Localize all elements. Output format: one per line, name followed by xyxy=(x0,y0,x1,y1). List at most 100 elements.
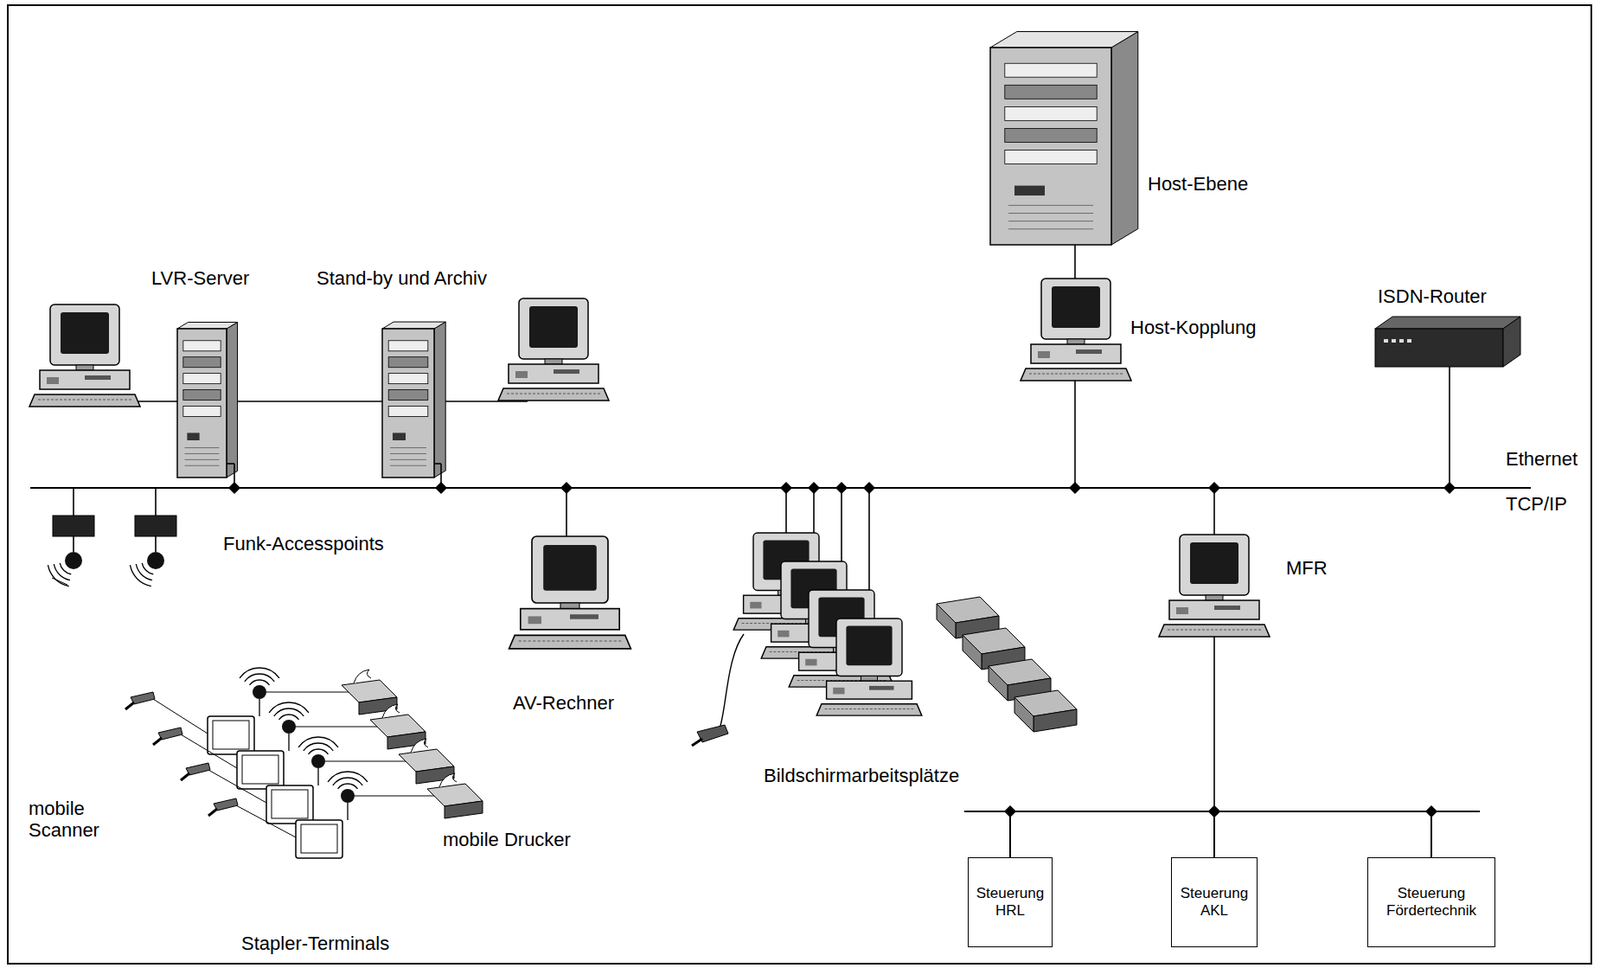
terminal-antenna xyxy=(252,684,267,699)
keyboard-keys xyxy=(825,708,916,710)
system-unit xyxy=(826,680,913,699)
component-label: Ethernet xyxy=(1505,448,1578,470)
drive-slot xyxy=(869,685,895,691)
radio-wave xyxy=(135,563,153,581)
terminal-screen xyxy=(266,785,314,824)
server-tower xyxy=(990,47,1112,245)
scanner-grip xyxy=(153,737,162,745)
server-tower xyxy=(382,328,435,478)
server-side xyxy=(226,321,238,478)
drive-bay xyxy=(183,405,221,416)
vent-line xyxy=(1008,204,1094,206)
vent-line xyxy=(390,447,427,448)
terminal-screen xyxy=(236,750,284,789)
access-point xyxy=(52,515,95,537)
monitor-screen xyxy=(1190,542,1239,584)
monitor xyxy=(531,536,608,603)
network-wire xyxy=(565,487,568,537)
drive-bay xyxy=(388,357,429,368)
network-wire xyxy=(288,733,289,751)
router-led xyxy=(1399,339,1404,343)
network-wire xyxy=(1448,366,1451,488)
network-wire xyxy=(72,487,75,516)
isdn-router xyxy=(1375,328,1504,367)
network-wire xyxy=(226,462,235,465)
system-unit xyxy=(39,370,130,390)
drive-bay xyxy=(388,340,429,352)
keyboard xyxy=(1020,368,1132,381)
network-wire xyxy=(317,768,319,786)
terminal-display xyxy=(242,755,279,784)
component-label: Stand-by und Archiv xyxy=(316,267,487,289)
component-label: ISDN-Router xyxy=(1377,285,1487,308)
drive-slot xyxy=(84,375,111,380)
radio-wave xyxy=(141,563,154,575)
component-label: Host-Kopplung xyxy=(1130,316,1257,339)
network-wire xyxy=(236,805,296,838)
radio-wave xyxy=(279,714,300,720)
drive-bay xyxy=(1004,150,1097,165)
bus-tap xyxy=(1425,805,1438,818)
vent-line xyxy=(390,453,427,455)
mobile-scanner xyxy=(130,691,155,704)
drive-slot xyxy=(528,615,542,624)
terminal-screen xyxy=(207,716,255,755)
keyboard-keys xyxy=(1167,629,1263,631)
router-led xyxy=(1383,339,1389,343)
component-label: MFR xyxy=(1286,556,1328,579)
component-label: mobile Scanner xyxy=(28,797,100,842)
monitor xyxy=(1179,534,1249,596)
server-top xyxy=(382,321,446,329)
bus-tap xyxy=(560,481,573,494)
vent-line xyxy=(1008,212,1094,214)
printer-side xyxy=(962,634,982,670)
monitor-neck xyxy=(861,676,878,682)
mobile-scanner xyxy=(213,798,238,811)
vent-line xyxy=(390,459,427,461)
keyboard xyxy=(498,388,609,401)
radio-wave xyxy=(338,783,359,789)
server-side xyxy=(1111,32,1139,245)
network-wire xyxy=(208,769,267,803)
monitor-screen xyxy=(1051,286,1101,328)
network-wire xyxy=(72,536,75,552)
component-label: AV-Rechner xyxy=(512,691,615,714)
network-wire xyxy=(1213,636,1216,812)
monitor xyxy=(836,618,903,677)
power-button xyxy=(1014,185,1045,196)
computer-icon xyxy=(29,304,141,407)
radio-wave xyxy=(47,564,69,586)
radio-wave xyxy=(303,742,333,751)
keyboard-keys xyxy=(1029,373,1125,375)
scanner-grip xyxy=(125,702,135,710)
monitor xyxy=(50,304,120,365)
scanner-cord xyxy=(719,633,744,729)
bus-tap xyxy=(863,481,876,494)
bus-tap xyxy=(780,481,793,494)
network-wire xyxy=(264,691,351,693)
controller-box: Steuerung Fördertechnik xyxy=(1367,857,1496,948)
component-label: Host-Ebene xyxy=(1147,172,1248,195)
printer-front xyxy=(1033,709,1077,732)
bus-tap xyxy=(835,481,848,494)
keyboard-keys xyxy=(518,640,624,641)
monitor-neck xyxy=(544,358,563,365)
keyboard xyxy=(509,634,632,648)
bus-tap xyxy=(1004,805,1017,818)
drive-bay xyxy=(1004,128,1097,142)
printer-side xyxy=(936,603,956,639)
monitor xyxy=(1041,278,1111,340)
antenna-rod xyxy=(51,577,68,585)
printer-front xyxy=(444,800,483,819)
drive-bay xyxy=(1004,106,1097,121)
access-point xyxy=(134,515,177,537)
system-unit xyxy=(1030,344,1121,364)
radio-wave xyxy=(327,771,368,782)
computer-icon xyxy=(816,618,922,716)
network-wire xyxy=(1074,380,1076,488)
controller-box: Steuerung HRL xyxy=(967,857,1053,948)
printer-side xyxy=(1014,697,1034,732)
keyboard xyxy=(1158,624,1270,637)
box-label: Steuerung HRL xyxy=(976,884,1044,921)
